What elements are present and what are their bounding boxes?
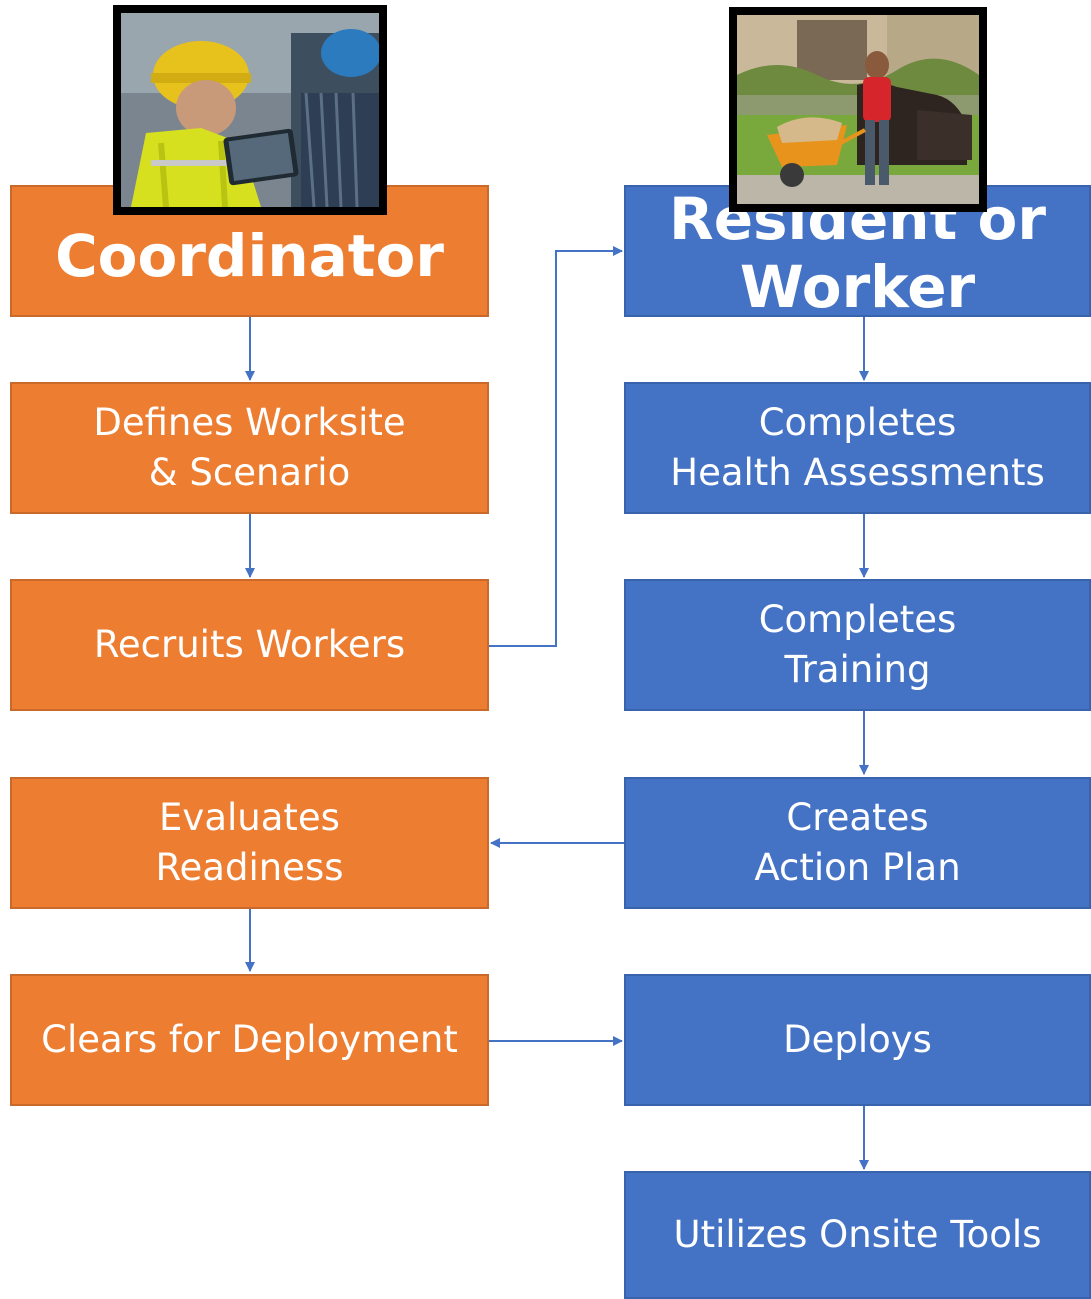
step-text: Deploys [783,1018,932,1061]
step-text: Readiness [155,846,344,889]
step-creates-action-plan: Creates Action Plan [624,777,1091,909]
coordinator-title: Coordinator [55,222,444,290]
coordinator-photo [113,5,387,215]
step-clears-for-deployment: Clears for Deployment [10,974,489,1106]
step-text: Completes [758,598,957,641]
step-defines-worksite: Defines Worksite & Scenario [10,382,489,514]
step-text: Health Assessments [670,451,1045,494]
step-text: Defines Worksite [93,401,406,444]
step-utilizes-onsite-tools: Utilizes Onsite Tools [624,1171,1091,1299]
arrow-recruits-to-worker [489,246,623,647]
worker-title-line2: Worker [739,253,976,317]
step-completes-training: Completes Training [624,579,1091,711]
step-text: Recruits Workers [93,623,406,666]
step-text: & Scenario [148,451,351,494]
step-text: Training [784,648,931,691]
step-text: Completes [758,401,957,444]
step-deploys: Deploys [624,974,1091,1106]
step-text: Evaluates [159,796,340,839]
step-text: Action Plan [754,846,961,889]
worker-photo [729,7,987,212]
step-evaluates-readiness: Evaluates Readiness [10,777,489,909]
step-health-assessments: Completes Health Assessments [624,382,1091,514]
step-text: Creates [786,796,929,839]
step-recruits-workers: Recruits Workers [10,579,489,711]
step-text: Clears for Deployment [41,1018,458,1061]
step-text: Utilizes Onsite Tools [673,1213,1042,1256]
